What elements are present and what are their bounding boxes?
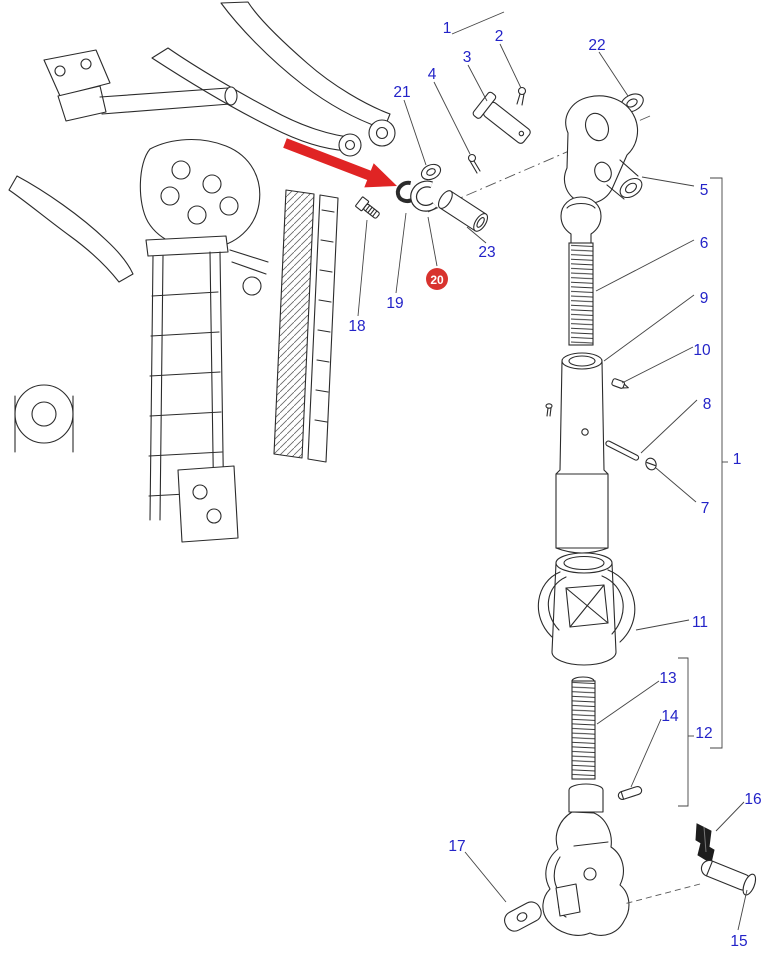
bracket-part-12 [678, 657, 689, 807]
callout-20[interactable]: 20 [430, 273, 444, 287]
callout-17[interactable]: 17 [448, 838, 465, 855]
part-2-cotter-pin [516, 86, 527, 106]
part-17-latch-plate [504, 901, 542, 932]
callout-11[interactable]: 11 [692, 614, 708, 631]
part-5-clevis [563, 95, 643, 205]
badge-circle [426, 268, 448, 290]
part-21-washer [420, 163, 442, 181]
part-18-bolt [355, 196, 380, 219]
bracket-part-1 [710, 177, 723, 749]
part-7-plug [645, 457, 657, 471]
assembly-centerline [427, 115, 651, 213]
part-16-clip [695, 823, 715, 864]
part-19-snap-ring [395, 180, 415, 204]
callout-9[interactable]: 9 [700, 290, 709, 307]
top-link-assembly-drawing [355, 86, 757, 936]
callout-23[interactable]: 23 [478, 244, 495, 261]
callout-10[interactable]: 10 [693, 342, 711, 359]
highlight-arrow [283, 138, 397, 188]
callout-6[interactable]: 6 [700, 235, 709, 252]
part-15-pin [700, 859, 757, 896]
part-8-pin [605, 440, 640, 461]
part-6-upper-screw [560, 196, 602, 346]
part-3-clevis-pin [472, 91, 531, 144]
callout-1-right[interactable]: 1 [733, 451, 742, 468]
part-13-lower-screw [571, 676, 596, 780]
set-pin [545, 403, 553, 417]
part-4-cotter-pin [467, 153, 481, 174]
callout-13[interactable]: 13 [659, 670, 676, 687]
callout-21[interactable]: 21 [393, 84, 410, 101]
callout-20-badge[interactable]: 20 [426, 268, 448, 290]
part-9-adjuster-tube [555, 352, 609, 554]
callout-8[interactable]: 8 [703, 396, 712, 413]
callout-12[interactable]: 12 [695, 725, 712, 742]
part-14-roll-pin [617, 785, 643, 801]
callout-3[interactable]: 3 [463, 49, 472, 66]
callout-1-top[interactable]: 1 [443, 20, 452, 37]
callout-5[interactable]: 5 [700, 182, 709, 199]
callout-22[interactable]: 22 [588, 37, 605, 54]
callout-19[interactable]: 19 [386, 295, 403, 312]
part-20-c-washer [410, 180, 438, 212]
part-17-hook-end [542, 783, 630, 936]
leader-lines [357, 11, 748, 931]
callout-15[interactable]: 15 [730, 933, 747, 950]
callout-2[interactable]: 2 [495, 28, 504, 45]
part-10-pin [611, 378, 629, 389]
callout-16[interactable]: 16 [744, 791, 761, 808]
group-brackets [678, 177, 728, 807]
part-23-bushing [437, 190, 489, 232]
callout-7[interactable]: 7 [701, 500, 710, 517]
part-11-turnbuckle-body [537, 552, 636, 666]
tractor-implement-drawing [8, 1, 396, 543]
callout-14[interactable]: 14 [661, 708, 679, 725]
pin-insertion-dashline [623, 883, 701, 905]
callout-4[interactable]: 4 [428, 66, 437, 83]
callout-18[interactable]: 18 [348, 318, 365, 335]
